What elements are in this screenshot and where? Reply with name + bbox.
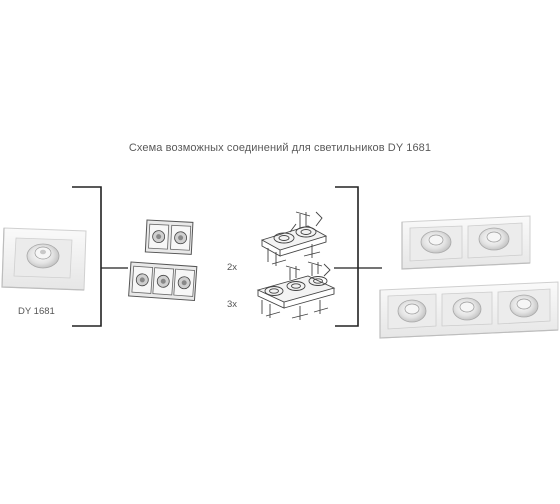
diagram-title: Схема возможных соединений для светильни… [128, 142, 432, 154]
multiplier-two: 2x [227, 262, 238, 273]
double-assembly-icon [260, 211, 328, 266]
right-bracket [335, 186, 359, 327]
single-fixture [1, 227, 87, 291]
double-frame-icon [144, 219, 194, 255]
left-bracket [72, 186, 102, 327]
triple-frame-icon [128, 261, 198, 302]
double-fixture [401, 215, 531, 270]
triple-assembly-icon [256, 261, 336, 320]
multiplier-three: 3x [227, 299, 238, 310]
model-label: DY 1681 [18, 306, 55, 317]
triple-fixture [379, 281, 559, 339]
